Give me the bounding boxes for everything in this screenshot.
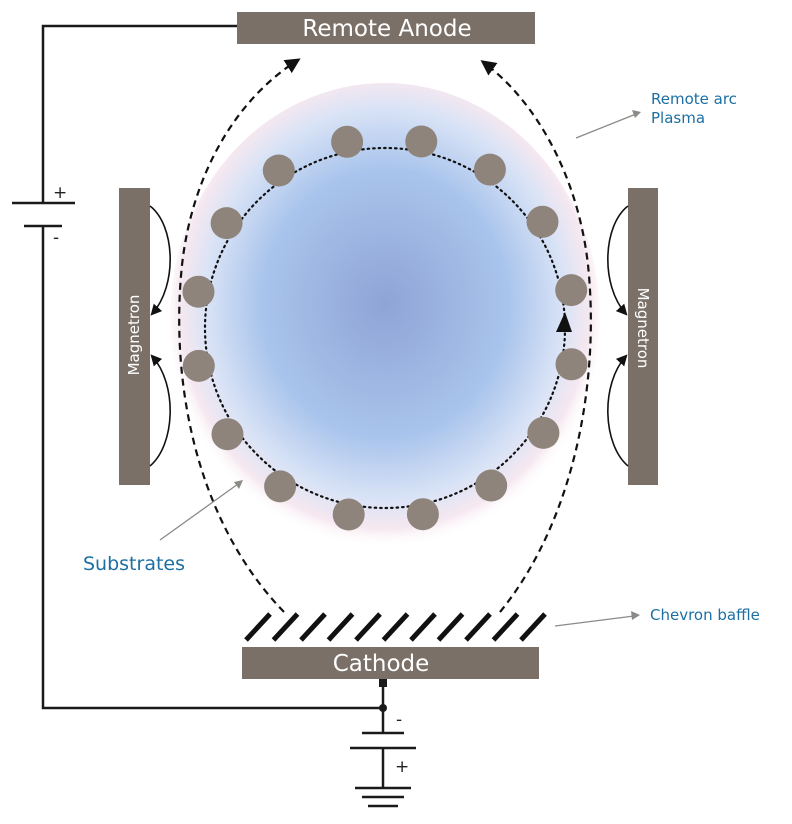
- chevron-slat: [436, 612, 465, 642]
- magnetron-left-block: [119, 188, 150, 485]
- cathode-block: [242, 647, 539, 679]
- chevron-slat: [326, 612, 355, 642]
- remote-anode-block: [237, 12, 535, 44]
- substrate: [182, 275, 215, 308]
- substrate-orbit-direction-arrow: [556, 312, 572, 332]
- battery-bottom-minus-sign: -: [396, 710, 402, 730]
- battery-bottom-plus-sign: +: [395, 757, 409, 777]
- remote-arc-pointer: [575, 113, 637, 139]
- magnetron-right-label: Magnetron: [634, 288, 652, 369]
- chevron-slat: [299, 612, 327, 642]
- substrate: [211, 418, 244, 451]
- substrate: [527, 416, 560, 449]
- remote-arc-label-line1: Remote arc: [651, 90, 737, 108]
- plasma-glow: [170, 83, 600, 553]
- chevron-slat: [381, 612, 410, 642]
- chevron-slat: [354, 612, 382, 642]
- substrate: [210, 207, 243, 240]
- magnetron-left-field-arc-top: [149, 205, 171, 316]
- substrate: [406, 498, 439, 531]
- battery-top-plus-sign: +: [53, 183, 67, 203]
- magnetron-right-block: [628, 188, 658, 485]
- substrates-group: [182, 125, 588, 531]
- substrate: [405, 125, 438, 158]
- chevron-slat: [409, 612, 437, 642]
- substrate: [526, 205, 559, 238]
- magnetron-right-field-arc-bottom: [607, 354, 629, 467]
- wire-bottom-left: [41, 226, 383, 710]
- magnetron-right-field-arc-top: [607, 205, 629, 316]
- substrate: [475, 469, 508, 502]
- cathode-label: Cathode: [333, 651, 430, 677]
- substrates-label: Substrates: [83, 553, 185, 575]
- chevron-baffle-pointer-head: [631, 611, 640, 620]
- cathode-feed-terminal: [379, 679, 387, 687]
- magnetron-left-field-arc-bottom: [149, 354, 171, 467]
- wire-top: [41, 24, 237, 188]
- chevron-slat: [244, 612, 272, 642]
- battery-top-minus-sign: -: [53, 228, 59, 248]
- plasma-flow-right-dashed: [480, 60, 592, 613]
- magnetron-left-label: Magnetron: [125, 295, 143, 376]
- remote-arc-pointer-head: [632, 110, 641, 118]
- chevron-slat: [464, 612, 492, 642]
- substrate: [182, 349, 215, 382]
- substrates-pointer-head: [234, 480, 243, 489]
- substrate: [331, 125, 364, 158]
- chevron-baffle: [244, 612, 547, 642]
- substrate: [473, 153, 506, 186]
- chevron-slat: [519, 612, 547, 642]
- substrate: [555, 348, 588, 381]
- remote-arc-label-line2: Plasma: [651, 109, 705, 127]
- substrate: [262, 154, 295, 187]
- wire-junction-dot: [379, 704, 387, 712]
- substrate: [332, 498, 365, 531]
- chevron-baffle-pointer: [554, 615, 635, 627]
- substrate: [555, 274, 588, 307]
- chevron-baffle-label: Chevron baffle: [650, 606, 760, 624]
- substrates-pointer: [159, 483, 239, 541]
- chevron-slat: [491, 612, 520, 642]
- chevron-slat: [271, 612, 300, 642]
- substrate: [264, 470, 297, 503]
- remote-anode-label: Remote Anode: [302, 16, 471, 42]
